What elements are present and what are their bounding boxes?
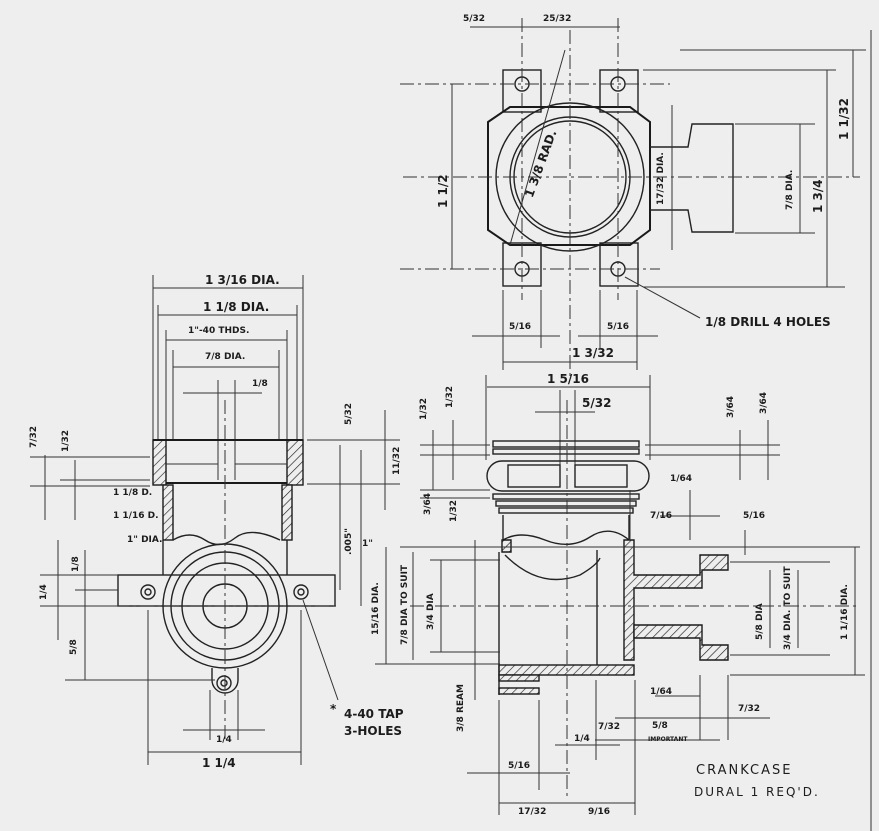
dim-7-16: 7/16 xyxy=(650,511,673,521)
important-note: IMPORTANT xyxy=(648,736,688,743)
fin xyxy=(492,440,640,448)
dim-fin-1-1-16: 1 1/16 D. xyxy=(113,511,159,521)
dim-7-32: 7/32 xyxy=(29,425,39,448)
part-spec: DURAL 1 REQ'D. xyxy=(694,785,820,799)
dim-height-left: 1 1/2 xyxy=(436,174,450,208)
holes-note: 3-HOLES xyxy=(344,724,403,738)
star-marker: * xyxy=(330,702,337,716)
dim-3-64-c: 3/64 xyxy=(759,391,769,414)
crankcase-body xyxy=(487,106,651,246)
dim-bore-dia: 7/8 DIA. xyxy=(205,352,246,362)
dim-fin-1-1-8: 1 1/8 D. xyxy=(113,488,153,498)
dim-ream: 3/8 REAM xyxy=(456,684,466,732)
dim-1-32-c: 1/32 xyxy=(449,499,459,522)
dim-slot-5-32: 5/32 xyxy=(582,396,612,410)
dim-17-32: 17/32 xyxy=(518,807,547,817)
dim-1-32: 1/32 xyxy=(61,429,71,452)
dim-5-32: 5/32 xyxy=(463,14,486,24)
dim-lug-width: 1/4 xyxy=(216,735,232,745)
dim-port-dia: 17/32 DIA. xyxy=(656,152,666,205)
section-view xyxy=(375,375,865,815)
part-name: CRANKCASE xyxy=(696,763,793,778)
dim-thread: 1"-40 THDS. xyxy=(188,326,250,336)
dim-1-3-4: 1 3/4 xyxy=(811,179,825,213)
dim-width: 1 1/4 xyxy=(202,756,236,770)
top-view xyxy=(400,18,866,388)
dim-lug-span: 1 3/32 xyxy=(572,346,614,360)
dim-1-64-a: 1/64 xyxy=(670,474,693,484)
dim-outer-dia: 1 3/16 DIA. xyxy=(205,273,280,287)
dim-5-8-dia: 5/8 DIA xyxy=(755,603,765,640)
dim-1-4: 1/4 xyxy=(574,734,590,744)
dim-11-32: 11/32 xyxy=(392,446,402,475)
dim-25-32: 25/32 xyxy=(543,14,572,24)
dim-1-32-a: 1/32 xyxy=(419,397,429,420)
dim-7-32-a: 7/32 xyxy=(598,722,621,732)
dim-3-64-b: 3/64 xyxy=(726,395,736,418)
side-boss xyxy=(650,123,734,233)
dim-5-16: 5/16 xyxy=(743,511,766,521)
dim-1-1-32: 1 1/32 xyxy=(837,98,851,140)
dim-1-32-b: 1/32 xyxy=(445,385,455,408)
dim-3-4-suit: 3/4 DIA. TO SUIT xyxy=(783,566,793,650)
dim-3-4-dia: 3/4 DIA xyxy=(426,593,436,630)
housing-wall xyxy=(623,539,729,661)
wall-left xyxy=(162,484,174,541)
drill-note: 1/8 DRILL 4 HOLES xyxy=(705,315,831,329)
dim-1-8: 1/8 xyxy=(71,556,81,572)
lug-bottom-right xyxy=(599,242,639,287)
dim-5-8: 5/8 xyxy=(652,721,668,731)
dim-1-64-b: 1/64 xyxy=(650,687,673,697)
dim-boss-dia: 7/8 DIA. xyxy=(785,169,795,210)
front-view xyxy=(30,275,400,765)
dim-1-1-16-dia: 1 1/16 DIA. xyxy=(840,584,850,640)
thread-wall-left xyxy=(152,439,167,486)
dim-15-16-dia: 15/16 DIA. xyxy=(371,582,381,635)
thread-wall-right xyxy=(286,439,304,486)
wall-right xyxy=(281,484,293,541)
lug-top-right xyxy=(599,69,639,113)
tap-note: 4-40 TAP xyxy=(344,707,404,721)
dim-9-16: 9/16 xyxy=(588,807,611,817)
dim-5-16-b: 5/16 xyxy=(508,761,531,771)
dim-5-8: 5/8 xyxy=(69,639,79,655)
dim-5-32: 5/32 xyxy=(344,402,354,425)
dim-lug-left: 5/16 xyxy=(509,322,532,332)
dim-tolerance: .005" xyxy=(344,528,354,555)
dim-3-64-a: 3/64 xyxy=(423,492,433,515)
dim-base-dia: 1" DIA. xyxy=(127,535,163,545)
dim-lug-right: 5/16 xyxy=(607,322,630,332)
dim-7-32-b: 7/32 xyxy=(738,704,761,714)
dim-slot: 1/8 xyxy=(252,379,268,389)
dim-1-4: 1/4 xyxy=(39,584,49,600)
dim-overall-width: 1 5/16 xyxy=(547,372,589,386)
dim-mid-dia: 1 1/8 DIA. xyxy=(203,300,270,314)
dim-7-8-dia: 7/8 DIA TO SUIT xyxy=(400,564,410,645)
transfer-ring xyxy=(486,460,650,492)
dim-1-inch: 1" xyxy=(362,539,373,549)
